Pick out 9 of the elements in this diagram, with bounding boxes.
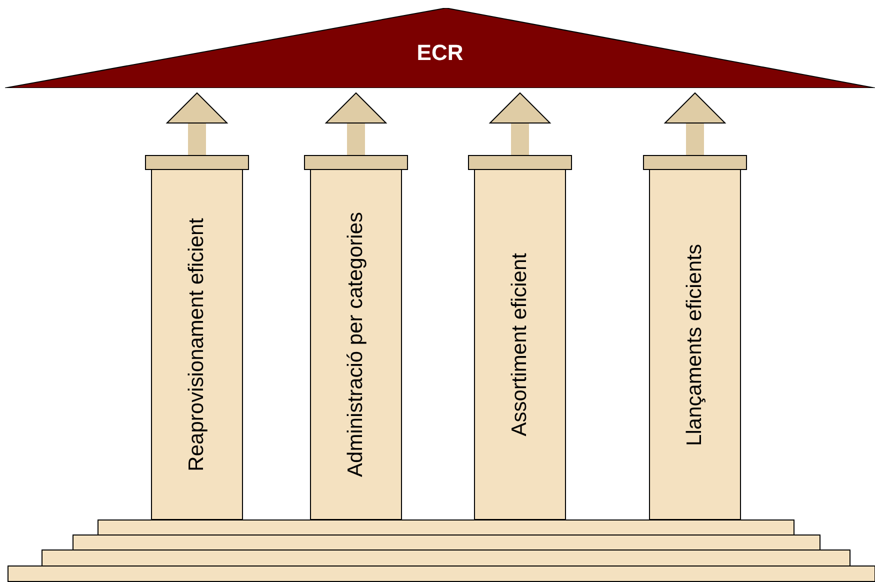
block-arrow	[166, 92, 228, 155]
block-arrow	[490, 92, 550, 155]
pillar-label: Administració per categories	[342, 212, 368, 477]
roof-title: ECR	[416, 40, 464, 66]
pillar-label: Llançaments eficients	[682, 244, 707, 446]
block-arrow	[326, 92, 386, 155]
pillar-label: Reaprovisionament eficient	[184, 218, 209, 472]
pillar-label: Assortiment eficient	[506, 252, 532, 436]
block-arrow	[664, 92, 726, 155]
